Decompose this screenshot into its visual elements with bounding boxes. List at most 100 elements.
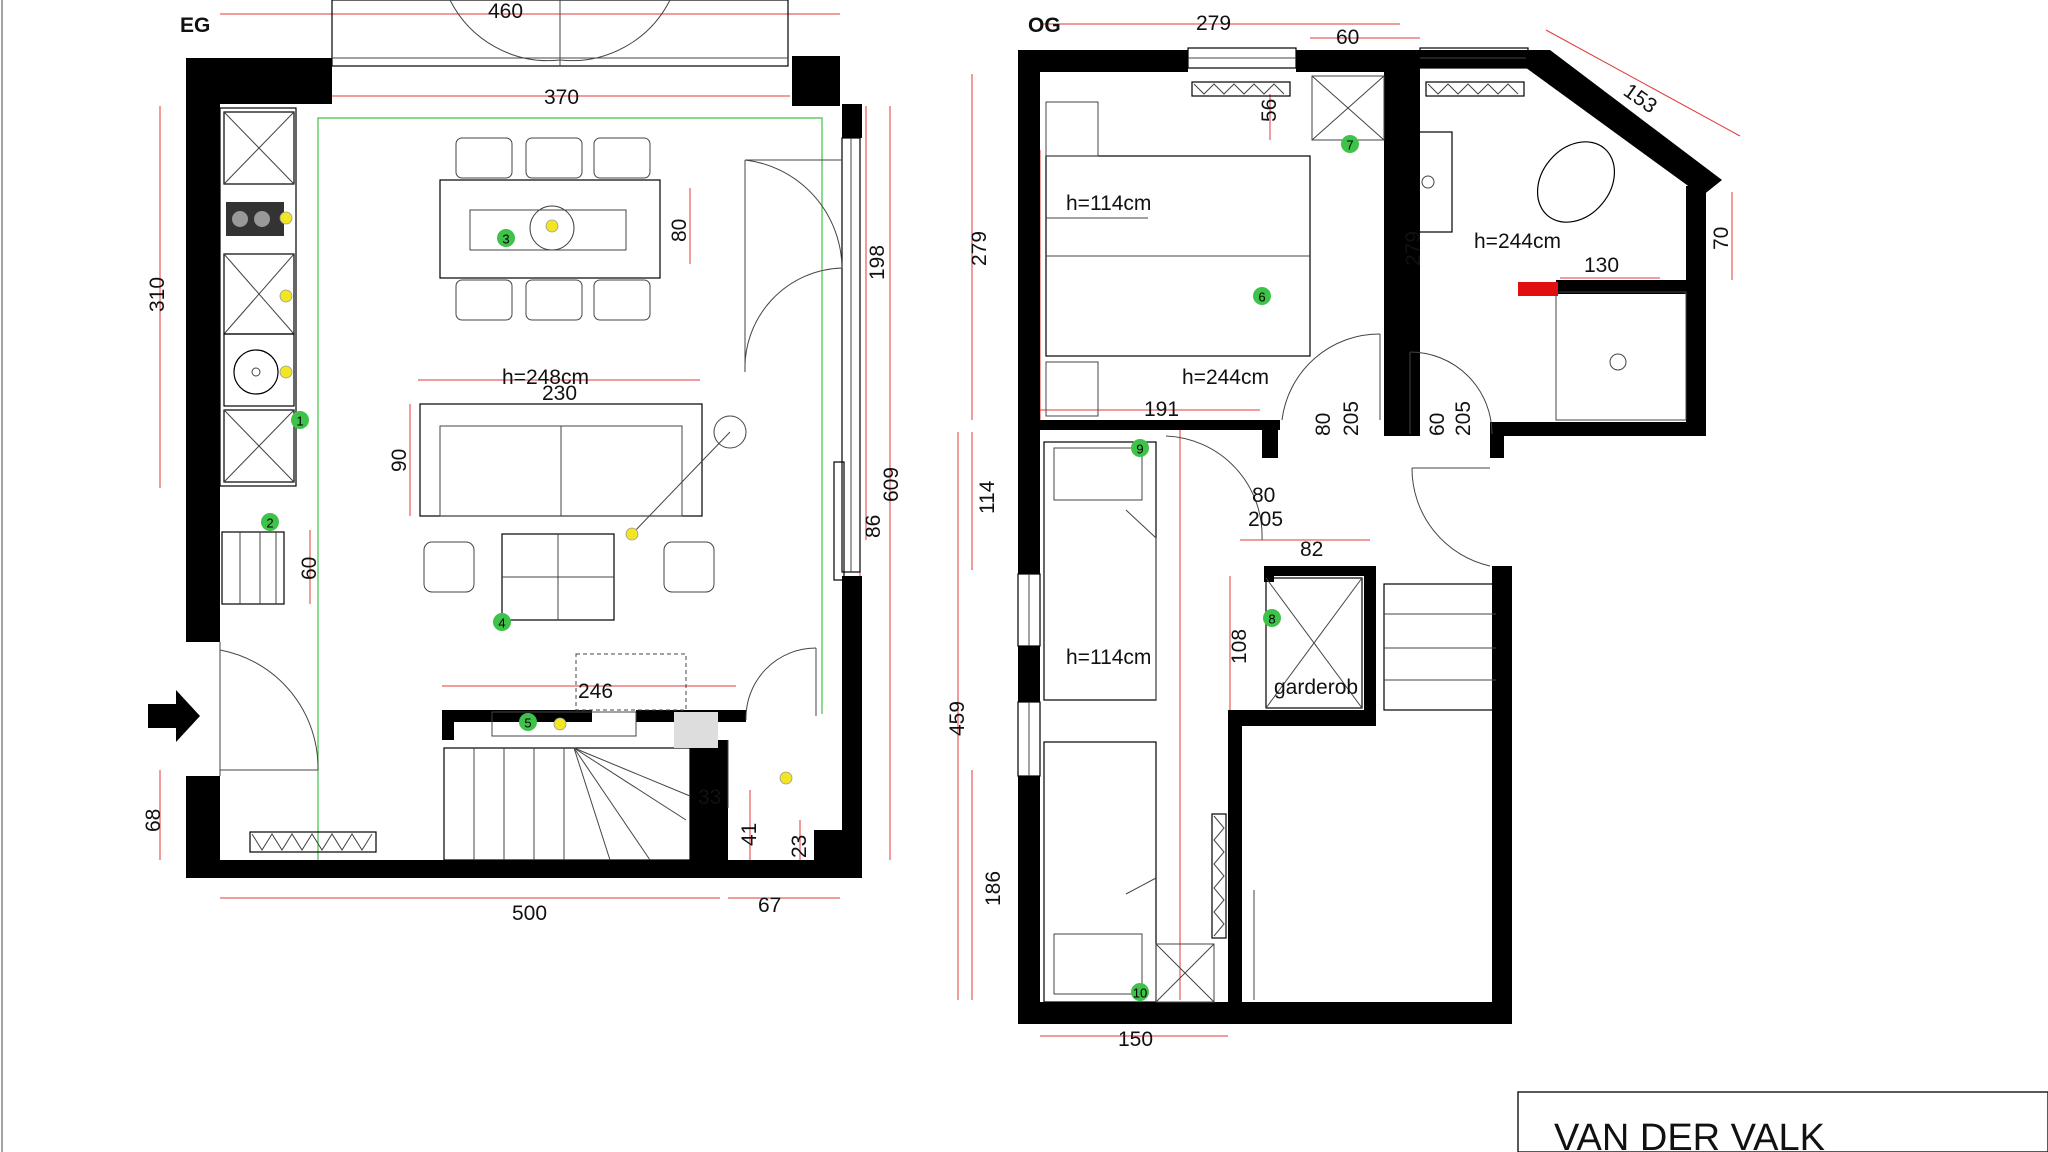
og-garderobe [1265, 577, 1363, 709]
og-dimension-lines [957, 23, 1741, 1037]
dim-23: 23 [788, 835, 811, 858]
upper-floor-plan: OG 279 60 153 56 279 h=114cm h=244cm 279… [946, 12, 1741, 1051]
dim-80: 80 [668, 219, 691, 242]
og-radiators [1191, 81, 1525, 939]
dim-609: 609 [880, 467, 903, 502]
dim-60: 60 [298, 557, 321, 580]
light-icon [545, 219, 559, 233]
dim-150: 150 [1118, 1028, 1153, 1051]
light-icon [553, 717, 567, 731]
height-label-bedroom-1: h=114cm [1066, 192, 1151, 215]
dim-86: 86 [862, 515, 885, 538]
svg-text:1: 1 [296, 414, 303, 429]
height-label-bedroom-3: h=114cm [1066, 646, 1151, 669]
dim-80-b: 80 [1252, 484, 1275, 507]
svg-text:2: 2 [266, 516, 273, 531]
dim-80-a: 80 [1312, 413, 1335, 436]
dim-246: 246 [578, 680, 613, 703]
dining-table [439, 137, 661, 321]
light-icon [779, 771, 793, 785]
og-labels: OG 279 60 153 56 279 h=114cm h=244cm 279… [946, 12, 1733, 1051]
numbered-markers: 1 2 3 4 5 6 7 8 9 10 [261, 135, 1359, 1001]
eg-radiator [249, 831, 377, 853]
dim-230: 230 [542, 382, 577, 405]
kitchen-block [219, 107, 297, 605]
dim-60-b: 60 [1426, 413, 1449, 436]
og-bathroom [1407, 131, 1687, 421]
floor-label-eg: EG [180, 14, 210, 37]
marker-1: 1 [291, 411, 309, 429]
eg-labels: EG 460 370 310 80 198 h=248cm 230 90 609… [142, 0, 903, 925]
dim-33: 33 [698, 786, 721, 809]
svg-text:8: 8 [1268, 612, 1275, 627]
dim-459: 459 [946, 701, 969, 736]
eg-living-outline [317, 117, 823, 860]
light-icon [279, 211, 293, 225]
eg-doors [219, 159, 843, 776]
marker-4: 4 [493, 613, 511, 631]
light-icon [279, 289, 293, 303]
height-label-bedroom-2: h=244cm [1182, 366, 1269, 389]
og-doors [1165, 333, 1493, 567]
svg-text:4: 4 [498, 616, 505, 631]
marker-7: 7 [1341, 135, 1359, 153]
dim-198: 198 [866, 245, 889, 280]
eg-dimension-lines [159, 13, 891, 899]
dim-82: 82 [1300, 538, 1323, 561]
living-seating [419, 403, 747, 621]
eg-top-window [331, 0, 789, 67]
dim-67: 67 [758, 894, 781, 917]
dim-68: 68 [142, 809, 165, 832]
og-windows [1017, 47, 1529, 777]
marker-10: 10 [1131, 983, 1149, 1001]
dim-56: 56 [1258, 99, 1281, 122]
marker-3: 3 [497, 229, 515, 247]
ceiling-lights [279, 211, 793, 785]
floor-label-og: OG [1028, 14, 1061, 37]
marker-5: 5 [519, 713, 537, 731]
svg-text:5: 5 [524, 716, 531, 731]
height-label-eg: h=248cm [502, 366, 589, 389]
eg-stairs [443, 653, 729, 861]
light-icon [279, 365, 293, 379]
dim-205-a: 205 [1340, 401, 1363, 436]
eg-walls [186, 56, 862, 878]
marker-6: 6 [1253, 287, 1271, 305]
dim-205-c: 205 [1248, 508, 1283, 531]
dim-279-top: 279 [1196, 12, 1231, 35]
dim-205-b: 205 [1452, 401, 1475, 436]
dim-191: 191 [1144, 398, 1179, 421]
marker-2: 2 [261, 513, 279, 531]
ground-floor-plan: EG 460 370 310 80 198 h=248cm 230 90 609… [142, 0, 903, 925]
dim-310: 310 [146, 277, 169, 312]
svg-text:6: 6 [1258, 290, 1265, 305]
title-block: VAN DER VALK [1517, 1091, 2048, 1152]
company-name: VAN DER VALK [1554, 1117, 1825, 1152]
og-stairwell [1253, 583, 1497, 1000]
svg-text:7: 7 [1346, 138, 1353, 153]
light-icon [625, 527, 639, 541]
room-label-garderobe: garderob [1274, 676, 1358, 699]
height-label-bathroom: h=244cm [1474, 230, 1561, 253]
dim-186: 186 [982, 871, 1005, 906]
radiator-valve-marker [1518, 282, 1558, 296]
og-kids-beds [1043, 441, 1215, 1003]
dim-70: 70 [1710, 227, 1733, 250]
dim-279-bath: 279 [1402, 231, 1425, 266]
svg-text:3: 3 [502, 232, 509, 247]
og-bedroom-bed [1045, 75, 1385, 417]
dim-90: 90 [388, 449, 411, 472]
dim-279-left: 279 [968, 231, 991, 266]
dim-108: 108 [1228, 629, 1251, 664]
svg-text:10: 10 [1133, 986, 1147, 1001]
og-walls [1018, 50, 1722, 1024]
dim-460: 460 [488, 0, 523, 23]
dim-130: 130 [1584, 254, 1619, 277]
marker-8: 8 [1263, 609, 1281, 627]
dim-114: 114 [976, 480, 999, 514]
dim-500: 500 [512, 902, 547, 925]
svg-text:9: 9 [1136, 442, 1143, 457]
entrance-arrow-icon [148, 690, 200, 742]
dim-60-top: 60 [1336, 26, 1359, 49]
